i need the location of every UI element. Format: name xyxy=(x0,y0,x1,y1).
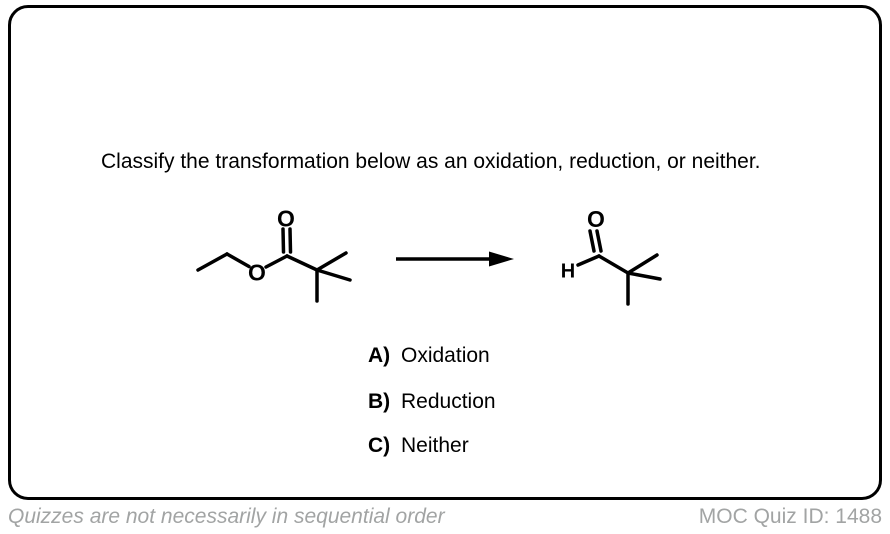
option-b-reduction[interactable]: B) Reduction xyxy=(368,389,496,415)
option-c-label: Neither xyxy=(401,434,469,457)
reactant-carbonyl-oxygen-label: O xyxy=(277,206,295,232)
product-bonds xyxy=(576,229,662,306)
option-b-letter: B) xyxy=(368,390,391,413)
option-b-label: Reduction xyxy=(401,390,496,413)
footer-sequential-note: Quizzes are not necessarily in sequentia… xyxy=(8,505,445,528)
option-a-label: Oxidation xyxy=(401,344,490,367)
reaction-arrow-icon xyxy=(396,251,514,267)
product-carbonyl-oxygen-label: O xyxy=(587,206,605,232)
reactant-ester-oxygen-label: O xyxy=(248,260,266,286)
question-text: Classify the transformation below as an … xyxy=(101,150,761,173)
arrow-shape xyxy=(396,251,514,267)
answer-options: A) Oxidation B) Reduction C) Neither xyxy=(368,343,588,473)
reactant-bonds xyxy=(196,227,352,303)
product-aldehyde-hydrogen-label: H xyxy=(561,261,575,283)
option-a-oxidation[interactable]: A) Oxidation xyxy=(368,343,490,369)
footer-quiz-id: MOC Quiz ID: 1488 xyxy=(698,505,882,528)
product-structure: O H xyxy=(561,206,662,306)
quiz-card: Classify the transformation below as an … xyxy=(8,5,882,500)
reactant-structure: O O xyxy=(196,206,352,303)
option-c-letter: C) xyxy=(368,434,391,457)
option-a-letter: A) xyxy=(368,344,391,367)
option-c-neither[interactable]: C) Neither xyxy=(368,433,469,459)
